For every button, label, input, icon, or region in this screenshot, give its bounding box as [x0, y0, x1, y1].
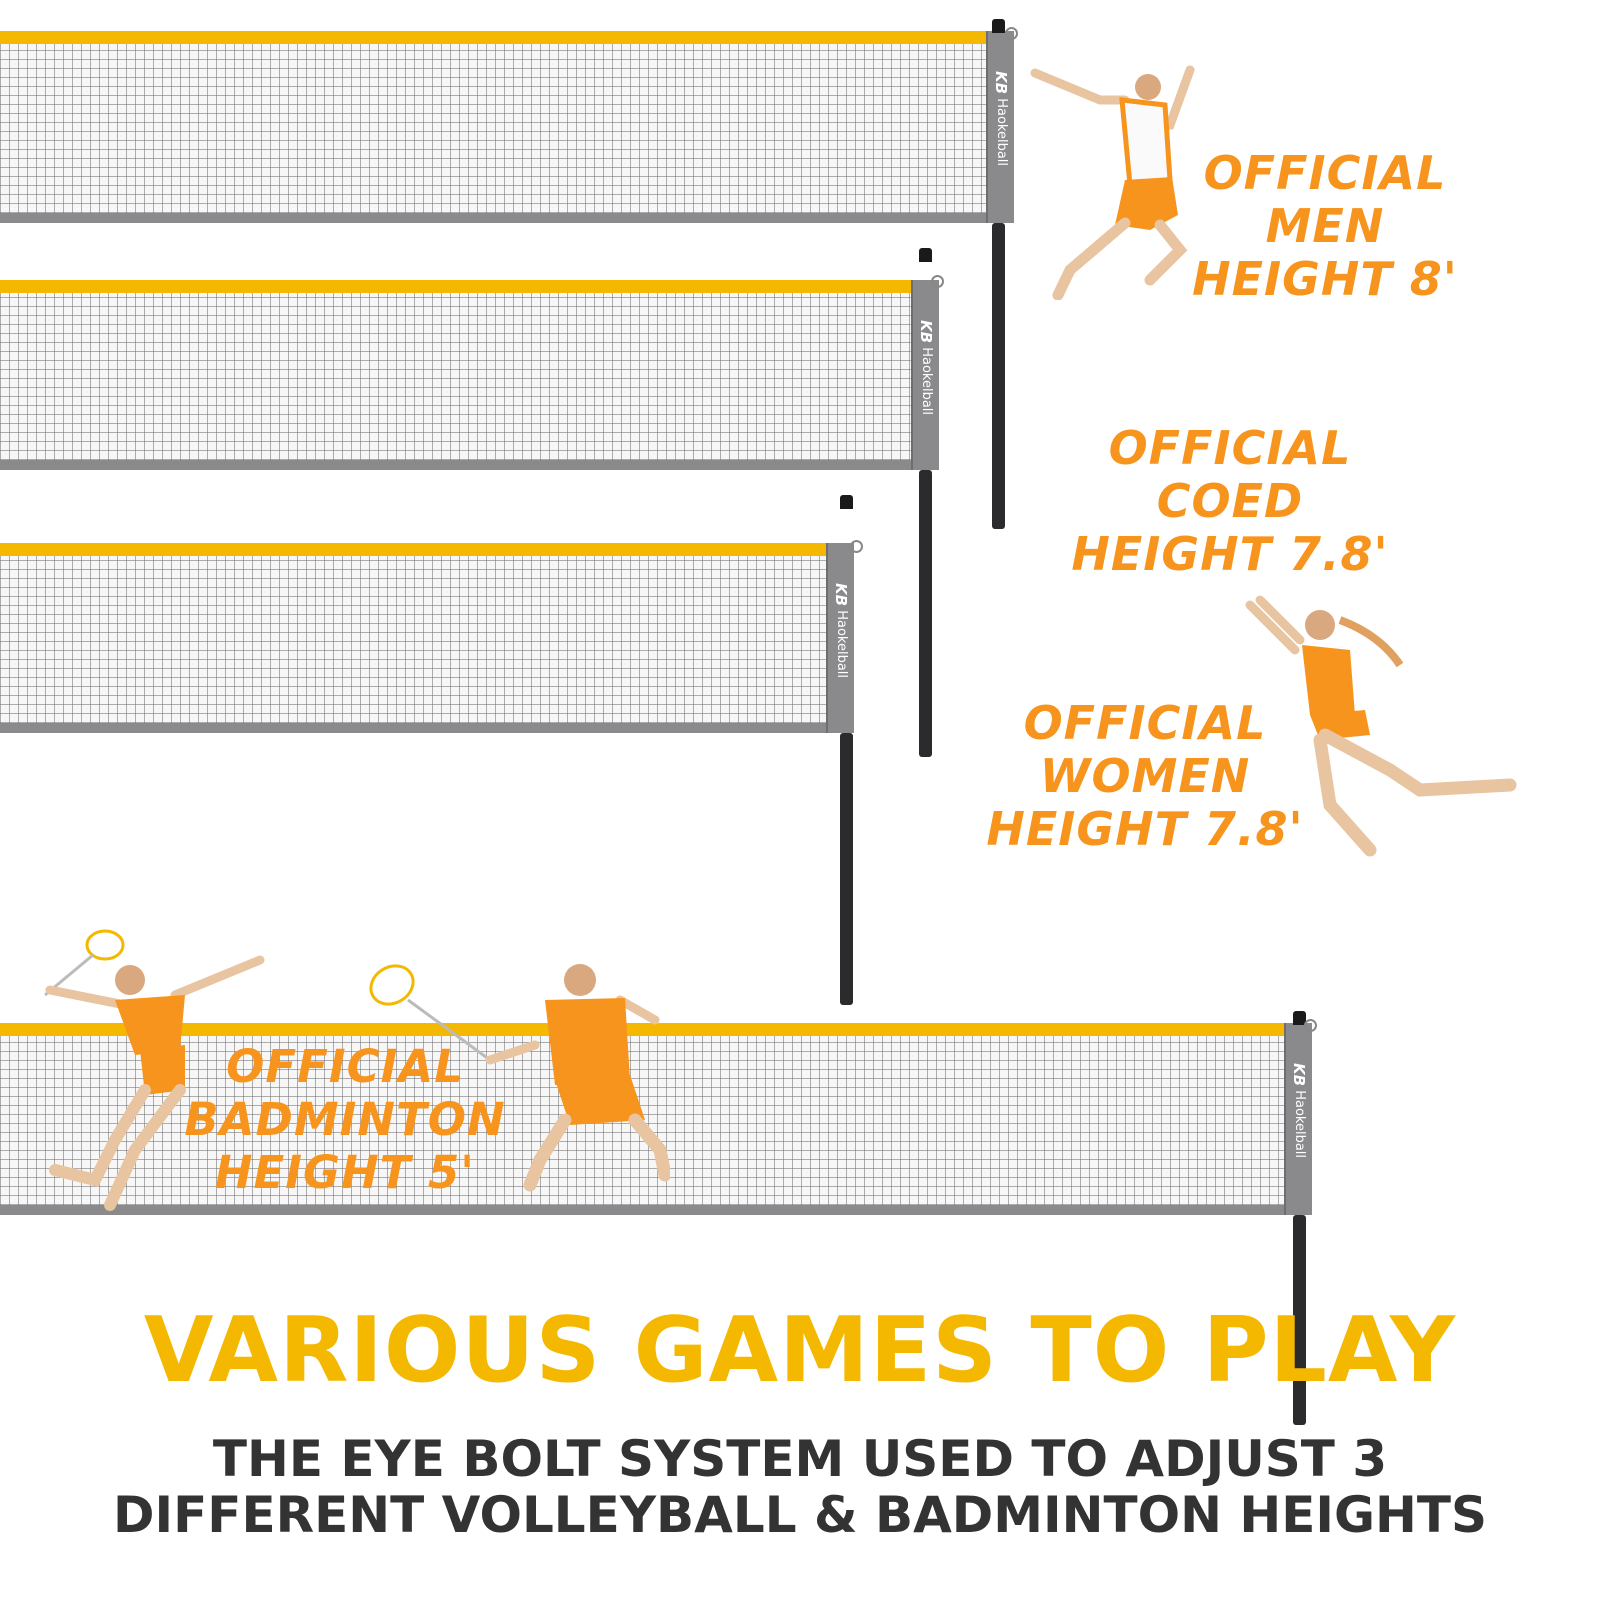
badminton-racket-icon — [369, 964, 415, 1006]
brand-name: Haokelball — [1292, 1090, 1307, 1159]
label-line: HEIGHT 7.8' — [1071, 527, 1389, 581]
net-bottom-band — [0, 460, 911, 470]
subheadline-line1: THE EYE BOLT SYSTEM USED TO ADJUST 3 — [212, 1430, 1388, 1488]
headline: VARIOUS GAMES TO PLAY — [143, 1298, 1457, 1403]
label-men-height: OFFICIAL MEN HEIGHT 8' — [1160, 147, 1490, 306]
label-coed-height: OFFICIAL COED HEIGHT 7.8' — [1055, 422, 1405, 581]
label-women-height: OFFICIAL WOMEN HEIGHT 7.8' — [965, 697, 1325, 856]
net-tape — [0, 280, 911, 293]
net-mesh — [0, 293, 911, 460]
brand-logo: KB — [992, 71, 1010, 95]
net-sleeve: KB Haokelball — [986, 31, 1014, 223]
label-line: HEIGHT 5' — [214, 1146, 476, 1199]
pole-cap-women — [840, 495, 853, 509]
subheadline-line2: DIFFERENT VOLLEYBALL & BADMINTON HEIGHTS — [113, 1486, 1487, 1544]
net-tape — [0, 543, 826, 556]
net-sleeve: KB Haokelball — [1284, 1023, 1312, 1215]
brand-label: KB Haokelball — [1290, 1063, 1308, 1158]
net-bottom-band — [0, 213, 986, 223]
brand-name: Haokelball — [834, 610, 849, 679]
label-line: BADMINTON — [184, 1093, 506, 1146]
net-bottom-band — [0, 723, 826, 733]
label-line: HEIGHT 8' — [1192, 252, 1458, 306]
label-line: OFFICIAL — [1023, 696, 1267, 750]
brand-label: KB Haokelball — [917, 320, 935, 415]
net-mesh — [0, 556, 826, 723]
brand-label: KB Haokelball — [832, 583, 850, 678]
pole-cap-men — [992, 19, 1005, 33]
pole-badminton — [1293, 1215, 1306, 1425]
label-line: MEN — [1265, 199, 1385, 253]
brand-logo: KB — [1290, 1063, 1308, 1087]
brand-logo: KB — [917, 320, 935, 344]
eye-bolt-icon — [1005, 27, 1018, 40]
label-line: OFFICIAL — [226, 1040, 464, 1093]
badminton-player-icon — [369, 964, 670, 1192]
eye-bolt-icon — [931, 275, 944, 288]
label-line: OFFICIAL — [1108, 421, 1352, 475]
net-tape — [0, 1023, 1284, 1036]
pole-cap-badminton — [1293, 1011, 1306, 1025]
pole-women — [840, 733, 853, 1005]
label-badminton-height: OFFICIAL BADMINTON HEIGHT 5' — [180, 1040, 510, 1199]
label-line: WOMEN — [1039, 749, 1251, 803]
pole-cap-coed — [919, 248, 932, 262]
volleyball-player-icon — [1245, 595, 1517, 857]
pole-men — [992, 223, 1005, 529]
label-line: OFFICIAL — [1203, 146, 1447, 200]
badminton-racket-icon — [85, 929, 125, 961]
brand-label: KB Haokelball — [992, 71, 1010, 166]
net-coed: KB Haokelball — [0, 280, 939, 470]
eye-bolt-icon — [1304, 1019, 1317, 1032]
volleyball-player-icon — [1030, 65, 1195, 300]
net-mesh — [0, 44, 986, 213]
net-bottom-band — [0, 1205, 1284, 1215]
pole-coed — [919, 470, 932, 757]
badminton-player-icon — [44, 929, 265, 1211]
label-line: HEIGHT 7.8' — [986, 802, 1304, 856]
net-tape — [0, 31, 986, 44]
brand-name: Haokelball — [994, 98, 1009, 167]
net-women: KB Haokelball — [0, 543, 854, 733]
net-men: KB Haokelball — [0, 31, 1014, 223]
net-sleeve: KB Haokelball — [826, 543, 854, 733]
net-sleeve: KB Haokelball — [911, 280, 939, 470]
brand-name: Haokelball — [919, 347, 934, 416]
brand-logo: KB — [832, 583, 850, 607]
label-line: COED — [1156, 474, 1304, 528]
eye-bolt-icon — [850, 540, 863, 553]
